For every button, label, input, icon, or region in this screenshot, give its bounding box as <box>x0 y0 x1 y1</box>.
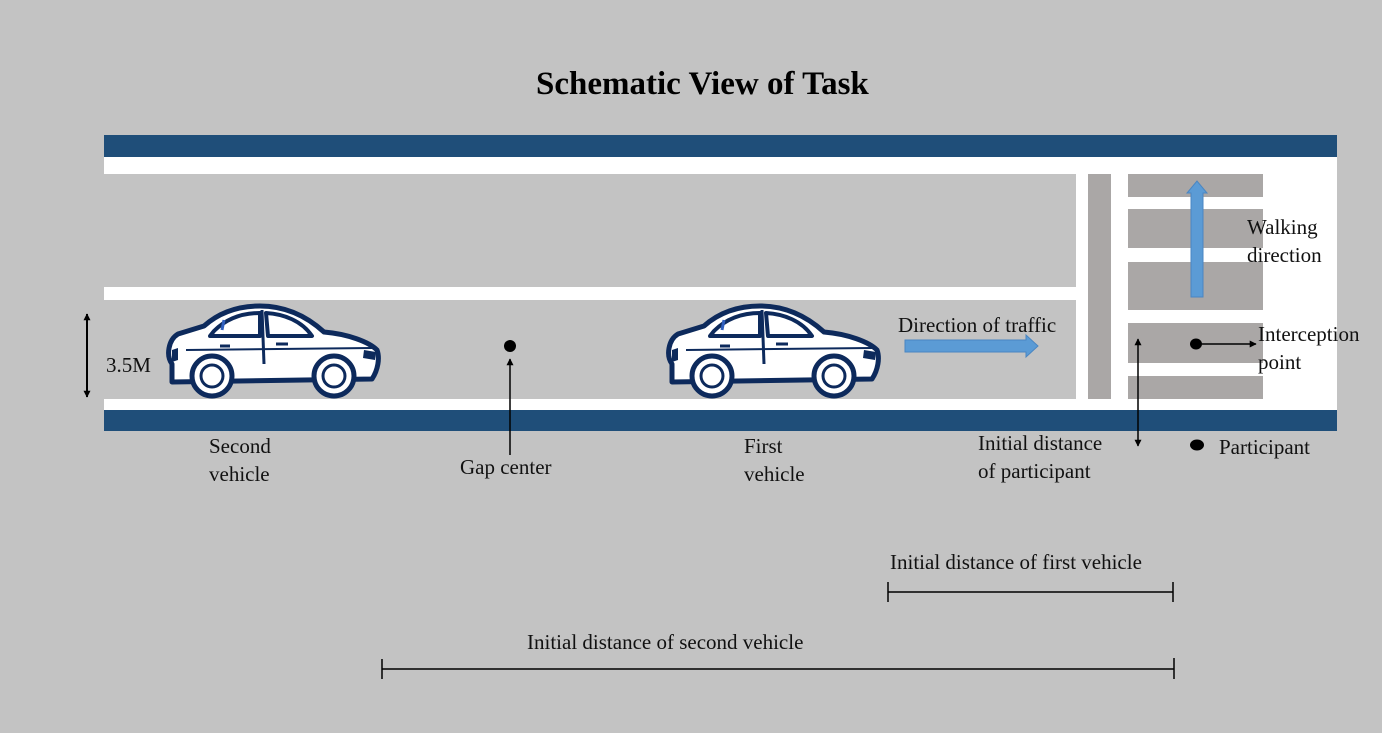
direction-of-traffic-label: Direction of traffic <box>898 313 1057 337</box>
lane-line-2 <box>104 287 1076 300</box>
gap-center-label: Gap center <box>460 455 552 479</box>
lane-line-1 <box>104 157 1337 174</box>
first-vehicle-distance-bracket <box>887 582 1174 602</box>
road-edge-top <box>104 135 1337 157</box>
initial-distance-first-vehicle-label: Initial distance of first vehicle <box>890 550 1142 574</box>
gap-center-dot-icon <box>504 340 516 352</box>
lane-line-3 <box>104 399 1337 410</box>
first-vehicle-car-icon <box>669 306 879 396</box>
walking-direction-label: Walking direction <box>1247 215 1322 267</box>
lane-line-right <box>1280 174 1337 399</box>
initial-distance-second-vehicle-label: Initial distance of second vehicle <box>527 630 804 654</box>
second-vehicle-distance-bracket <box>381 658 1175 679</box>
walking-direction-block-arrow-icon <box>1185 180 1209 298</box>
second-vehicle-label: Second vehicle <box>209 434 271 486</box>
interception-point-dot-icon <box>1190 338 1202 350</box>
initial-distance-participant-label: Initial distance of participant <box>978 431 1103 483</box>
lane-width-label: 3.5M <box>106 353 151 377</box>
second-vehicle-car-icon <box>169 306 379 396</box>
participant-label: Participant <box>1219 435 1310 459</box>
participant-dot-icon <box>1190 439 1204 451</box>
road-edge-bottom <box>104 410 1337 431</box>
interception-point-label: Interception point <box>1258 322 1360 374</box>
diagram-title: Schematic View of Task <box>536 66 869 102</box>
first-vehicle-label: First vehicle <box>744 434 805 486</box>
crosswalk <box>1076 174 1280 399</box>
traffic-direction-block-arrow-icon <box>904 333 1039 359</box>
